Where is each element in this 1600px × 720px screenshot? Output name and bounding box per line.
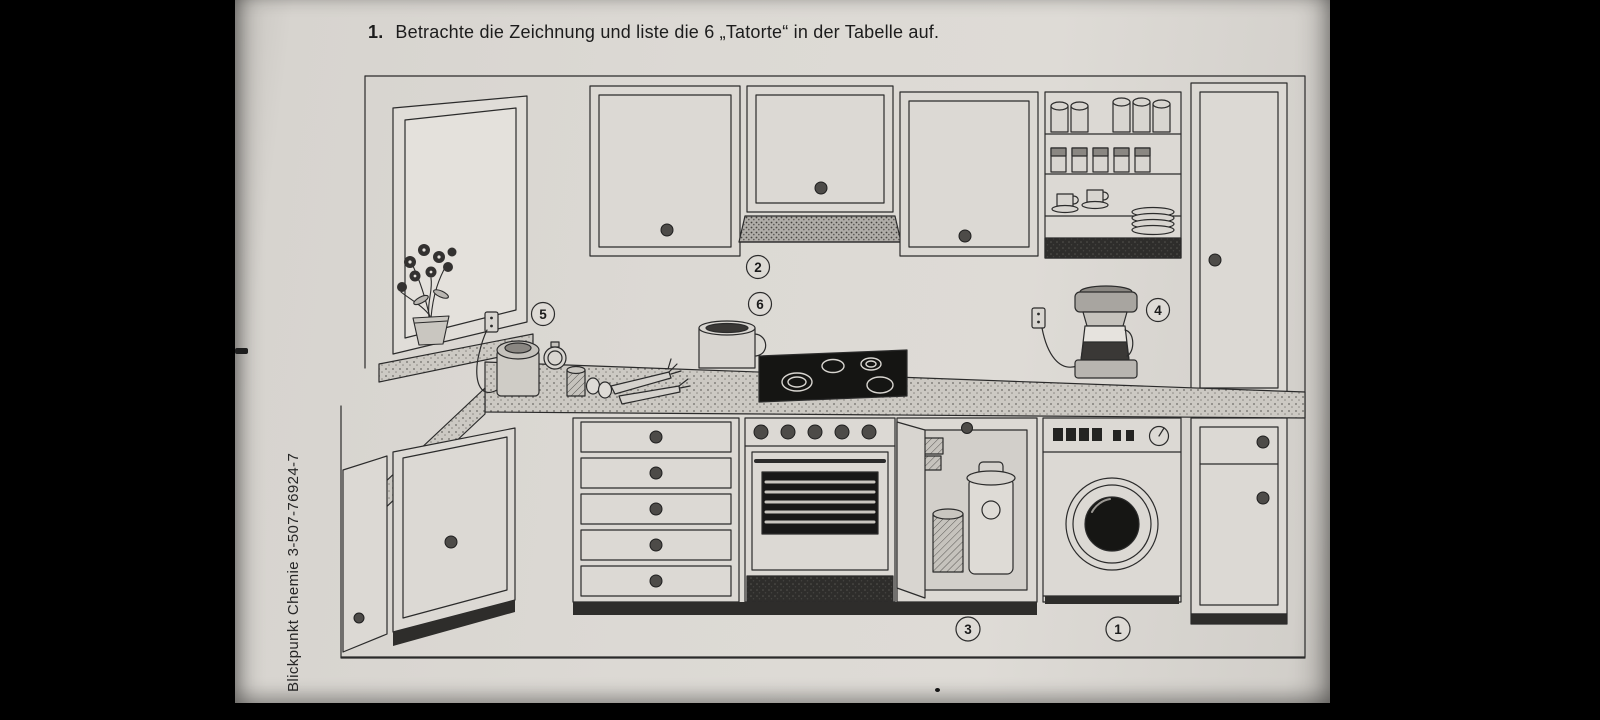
cabinet-knob xyxy=(958,229,972,243)
window xyxy=(392,95,528,355)
drawer-unit xyxy=(572,417,740,603)
storage-jars xyxy=(1050,147,1151,173)
svg-text:5: 5 xyxy=(539,307,547,322)
cabinet-knob xyxy=(660,223,674,237)
marker-coffee-grinder: 5 xyxy=(530,301,556,327)
cooktop xyxy=(758,349,908,403)
coffee-maker xyxy=(1041,285,1138,379)
svg-text:3: 3 xyxy=(964,622,972,637)
cabinet-knob xyxy=(444,535,458,549)
scan-artifact-speck xyxy=(935,688,940,692)
drawer-knob xyxy=(649,502,663,516)
cups-and-plates xyxy=(1051,189,1175,236)
task-text: Betrachte die Zeichnung und liste die 6 … xyxy=(395,22,940,42)
upper-cabinet-left xyxy=(589,85,741,257)
storage-canisters xyxy=(1050,97,1171,133)
upper-cabinet-middle xyxy=(746,85,894,213)
room-frame xyxy=(340,75,1306,659)
svg-text:2: 2 xyxy=(754,260,762,275)
open-shelf-unit xyxy=(1044,91,1182,259)
scan-artifact-dash xyxy=(235,348,248,354)
marker-extractor-hood: 2 xyxy=(745,254,771,280)
carrots xyxy=(610,358,691,405)
oven-control-knob xyxy=(834,424,850,440)
small-jar xyxy=(566,365,586,397)
task-number: 1. xyxy=(368,22,384,42)
oven xyxy=(744,417,896,603)
wall-socket-left xyxy=(484,311,499,333)
svg-text:1: 1 xyxy=(1114,622,1122,637)
cabinet-knob xyxy=(353,612,365,624)
svg-text:6: 6 xyxy=(756,297,764,312)
book-spine-credit: Blickpunkt Chemie 3-507-76924-7 xyxy=(285,452,302,692)
marker-washing-machine: 1 xyxy=(1105,616,1131,642)
marker-coffee-maker: 4 xyxy=(1145,297,1171,323)
swing-lid-bin xyxy=(966,461,1016,575)
oven-control-knob xyxy=(807,424,823,440)
egg-timer xyxy=(543,341,567,370)
corner-base-cabinets xyxy=(342,427,516,653)
tall-cabinet-right xyxy=(1190,82,1288,625)
kitchen-drawing: 2 6 5 4 3 xyxy=(335,66,1330,681)
wall-socket-right xyxy=(1031,307,1046,329)
marker-cooking-pot: 6 xyxy=(747,291,773,317)
oven-control-knob xyxy=(753,424,769,440)
cabinet-knob xyxy=(814,181,828,195)
markers: 2 6 5 4 3 xyxy=(530,254,1171,642)
program-dial xyxy=(1148,425,1170,447)
oven-control-knob xyxy=(861,424,877,440)
svg-text:4: 4 xyxy=(1154,303,1162,318)
drawer-knob xyxy=(649,430,663,444)
oven-control-knob xyxy=(780,424,796,440)
coffee-grinder xyxy=(476,329,540,397)
open-door xyxy=(896,421,926,599)
upper-cabinet-right xyxy=(899,91,1039,257)
cabinet-knob xyxy=(1208,253,1222,267)
plinth-band xyxy=(573,602,1037,615)
cabinet-knob xyxy=(1256,435,1270,449)
drawer-knob xyxy=(649,538,663,552)
cabinet-knob xyxy=(961,422,973,434)
worksheet-page: 1. Betrachte die Zeichnung und liste die … xyxy=(235,0,1330,703)
small-pail xyxy=(932,508,964,573)
extractor-hood xyxy=(738,215,902,243)
drawer-knob xyxy=(649,466,663,480)
flower-plant xyxy=(397,244,457,346)
cabinet-knob xyxy=(1256,491,1270,505)
marker-waste-bin-cabinet: 3 xyxy=(955,616,981,642)
waste-bin-cabinet xyxy=(896,417,1038,603)
porthole-door xyxy=(1065,477,1159,571)
eggs xyxy=(585,377,613,399)
washing-machine xyxy=(1042,417,1182,604)
task-instruction: 1. Betrachte die Zeichnung und liste die … xyxy=(368,22,939,43)
cooking-pot xyxy=(698,320,767,369)
drawer-knob xyxy=(649,574,663,588)
